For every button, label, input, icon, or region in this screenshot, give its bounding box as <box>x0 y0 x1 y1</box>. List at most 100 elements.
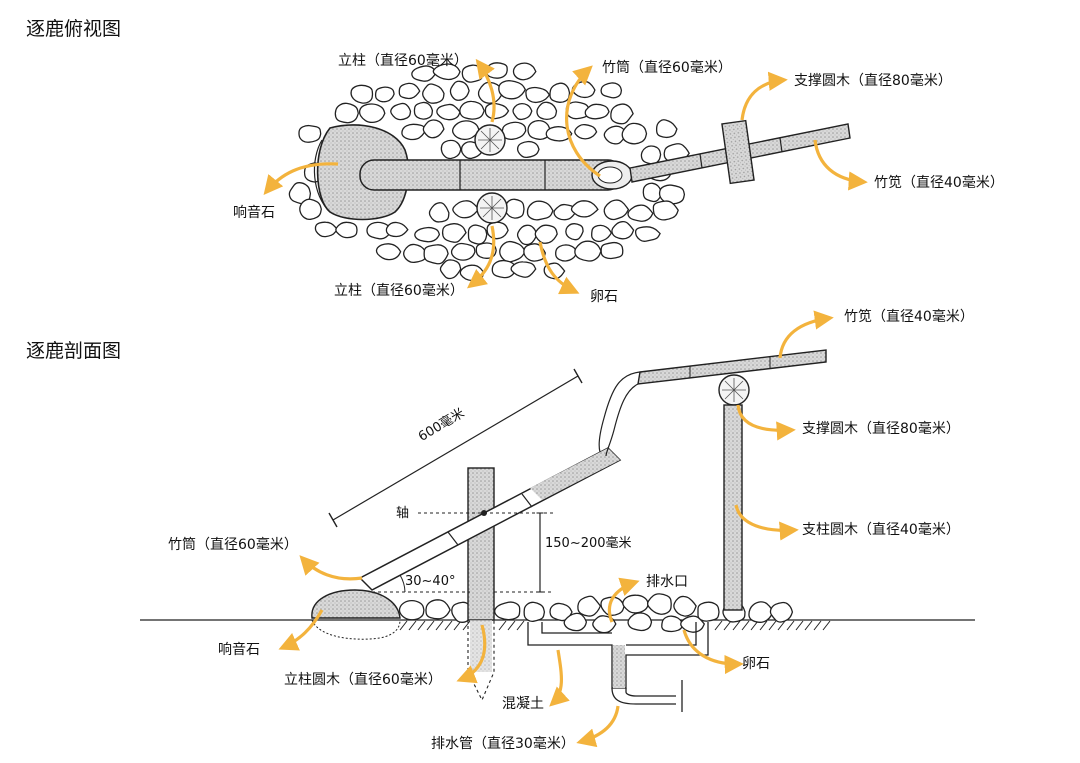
section-bamboo-tube <box>358 447 622 591</box>
pebble <box>673 595 697 617</box>
pebble <box>748 601 775 623</box>
pebble <box>600 82 623 99</box>
section-drain-fill <box>613 645 625 688</box>
section-label-drain-pipe: 排水管（直径30毫米） <box>431 736 575 752</box>
pebble <box>549 82 571 103</box>
top-label-bamboo-pipe: 竹笕（直径40毫米） <box>874 175 1004 191</box>
pebble <box>610 103 634 125</box>
pebble <box>350 84 374 104</box>
pebble <box>484 102 510 120</box>
pebble <box>627 204 654 222</box>
pebble <box>428 202 450 223</box>
pebble <box>398 599 425 621</box>
pebble <box>574 123 598 140</box>
section-bamboo-pipe <box>598 349 827 457</box>
pebble <box>499 240 526 263</box>
pebble <box>358 103 386 124</box>
pebble <box>516 224 538 246</box>
pebble <box>622 594 650 614</box>
pebble <box>603 199 630 221</box>
pebble <box>432 63 461 81</box>
pebble <box>570 200 599 218</box>
pebble <box>603 125 627 145</box>
pebble <box>459 100 485 120</box>
pebble <box>646 593 672 615</box>
section-label-bamboo-tube: 竹筒（直径60毫米） <box>168 537 298 553</box>
pebble <box>516 140 540 159</box>
top-label-bamboo-tube: 竹筒（直径60毫米） <box>602 60 732 76</box>
pebble <box>414 226 441 243</box>
section-sound-stone <box>311 589 401 619</box>
pebble <box>452 200 480 219</box>
pebble <box>486 221 509 240</box>
pebble <box>510 261 537 278</box>
pebble <box>577 595 602 617</box>
pebble <box>451 120 480 141</box>
top-label-pebbles: 卵石 <box>590 289 618 305</box>
pebble <box>467 224 488 245</box>
pebble <box>658 184 686 205</box>
section-label-concrete: 混凝土 <box>502 696 544 712</box>
top-view-arrows <box>263 58 868 295</box>
pebble <box>565 223 584 241</box>
pebble <box>600 241 624 260</box>
pebble <box>413 101 434 120</box>
pebble <box>314 221 339 238</box>
pebble <box>584 103 610 120</box>
pebble <box>640 145 662 165</box>
top-support-log <box>721 119 755 185</box>
pebble <box>440 139 462 160</box>
pebble <box>494 601 521 621</box>
section-label-drain-outlet: 排水口 <box>646 574 688 590</box>
pebble <box>390 102 412 121</box>
pebble <box>423 244 449 265</box>
section-label-height: 150~200毫米 <box>545 536 632 551</box>
pebble <box>536 101 558 121</box>
section-label-sound-stone: 响音石 <box>218 642 260 658</box>
pebble <box>441 223 467 243</box>
pebble <box>545 126 573 142</box>
pebble <box>385 221 409 238</box>
top-post-upper <box>474 124 506 156</box>
pebble <box>298 124 322 143</box>
pebble <box>611 221 635 240</box>
pebble <box>621 122 648 145</box>
pebble <box>591 224 613 243</box>
pebble <box>299 198 322 221</box>
pebble <box>627 612 653 632</box>
section-pebbles <box>398 593 794 634</box>
pebble <box>425 599 451 620</box>
section-view-arrows <box>278 310 834 748</box>
top-label-sound-stone: 响音石 <box>233 205 275 221</box>
pebble <box>553 203 577 221</box>
pebble <box>422 119 445 139</box>
pebble <box>335 221 358 239</box>
pebble <box>449 80 470 101</box>
pebble <box>642 182 663 203</box>
pebble <box>411 65 437 82</box>
pebble <box>634 226 661 242</box>
pebble <box>525 86 551 104</box>
section-label-bamboo-pipe: 竹笕（直径40毫米） <box>844 309 974 325</box>
pebble <box>652 200 679 221</box>
pebble <box>334 102 359 124</box>
pebble <box>504 198 525 219</box>
pebble <box>680 615 706 633</box>
top-label-post-lower: 立柱（直径60毫米） <box>334 283 464 299</box>
section-label-angle: 30~40° <box>405 574 456 589</box>
pebble <box>498 80 527 100</box>
top-label-support-log: 支撑圆木（直径80毫米） <box>794 73 952 89</box>
pebble <box>563 612 588 632</box>
top-view-title: 逐鹿俯视图 <box>26 18 122 40</box>
pebble <box>374 86 395 103</box>
section-post-log <box>467 467 495 621</box>
section-support-log <box>718 374 750 406</box>
section-label-post-log: 立柱圆木（直径60毫米） <box>284 672 442 688</box>
pebble <box>403 243 427 264</box>
pebble <box>501 121 527 141</box>
top-view-pebble-bed <box>288 62 690 282</box>
section-view-title: 逐鹿剖面图 <box>26 340 122 362</box>
pebble <box>661 615 684 633</box>
